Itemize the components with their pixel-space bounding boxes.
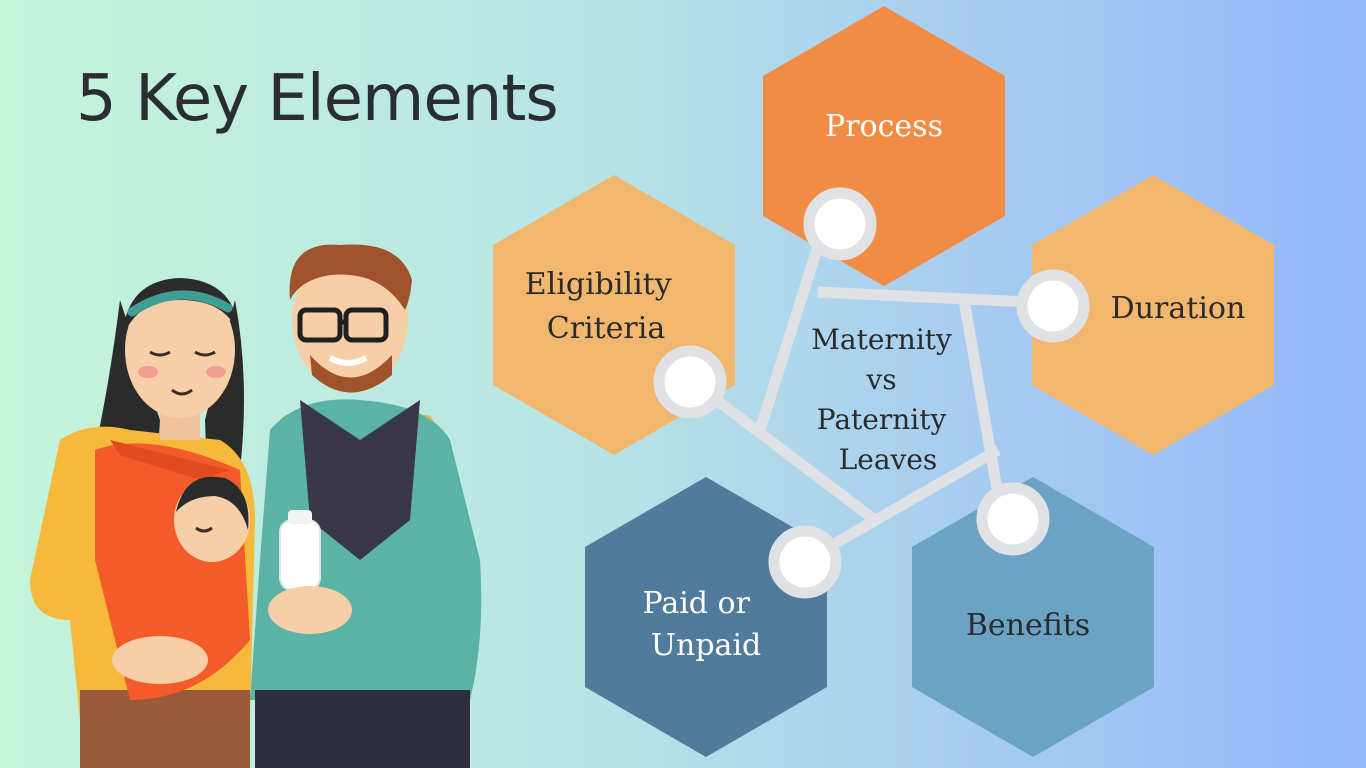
connector-node-duration: [1016, 269, 1090, 343]
connector-nodes: [653, 187, 1090, 599]
slide-title: 5 Key Elements: [76, 62, 559, 136]
connector-line: [817, 286, 1049, 309]
connector-line: [690, 378, 879, 525]
hex-duration: [1032, 175, 1274, 455]
connector-node-benefits: [976, 482, 1050, 556]
label-paid-or-unpaid: Paid or Unpaid: [642, 586, 761, 663]
hex-paid-or-unpaid: [585, 477, 827, 757]
label-eligibility-criteria: Eligibility Criteria: [525, 267, 681, 346]
label-process: Process: [825, 109, 943, 144]
connector-node-process: [803, 187, 877, 261]
connector-node-eligibility: [653, 345, 727, 419]
connector-line: [754, 228, 829, 432]
hex-process: [763, 6, 1005, 286]
connector-line: [803, 445, 1001, 565]
label-duration: Duration: [1111, 291, 1246, 326]
center-label: Maternity vs Paternity Leaves: [811, 323, 961, 476]
family-with-baby-illustration: [30, 244, 482, 768]
label-benefits: Benefits: [966, 608, 1090, 643]
hex-benefits: [912, 477, 1154, 757]
connector-line: [958, 299, 1004, 496]
connector-lines: [690, 228, 1049, 565]
connector-node-paid: [768, 525, 842, 599]
